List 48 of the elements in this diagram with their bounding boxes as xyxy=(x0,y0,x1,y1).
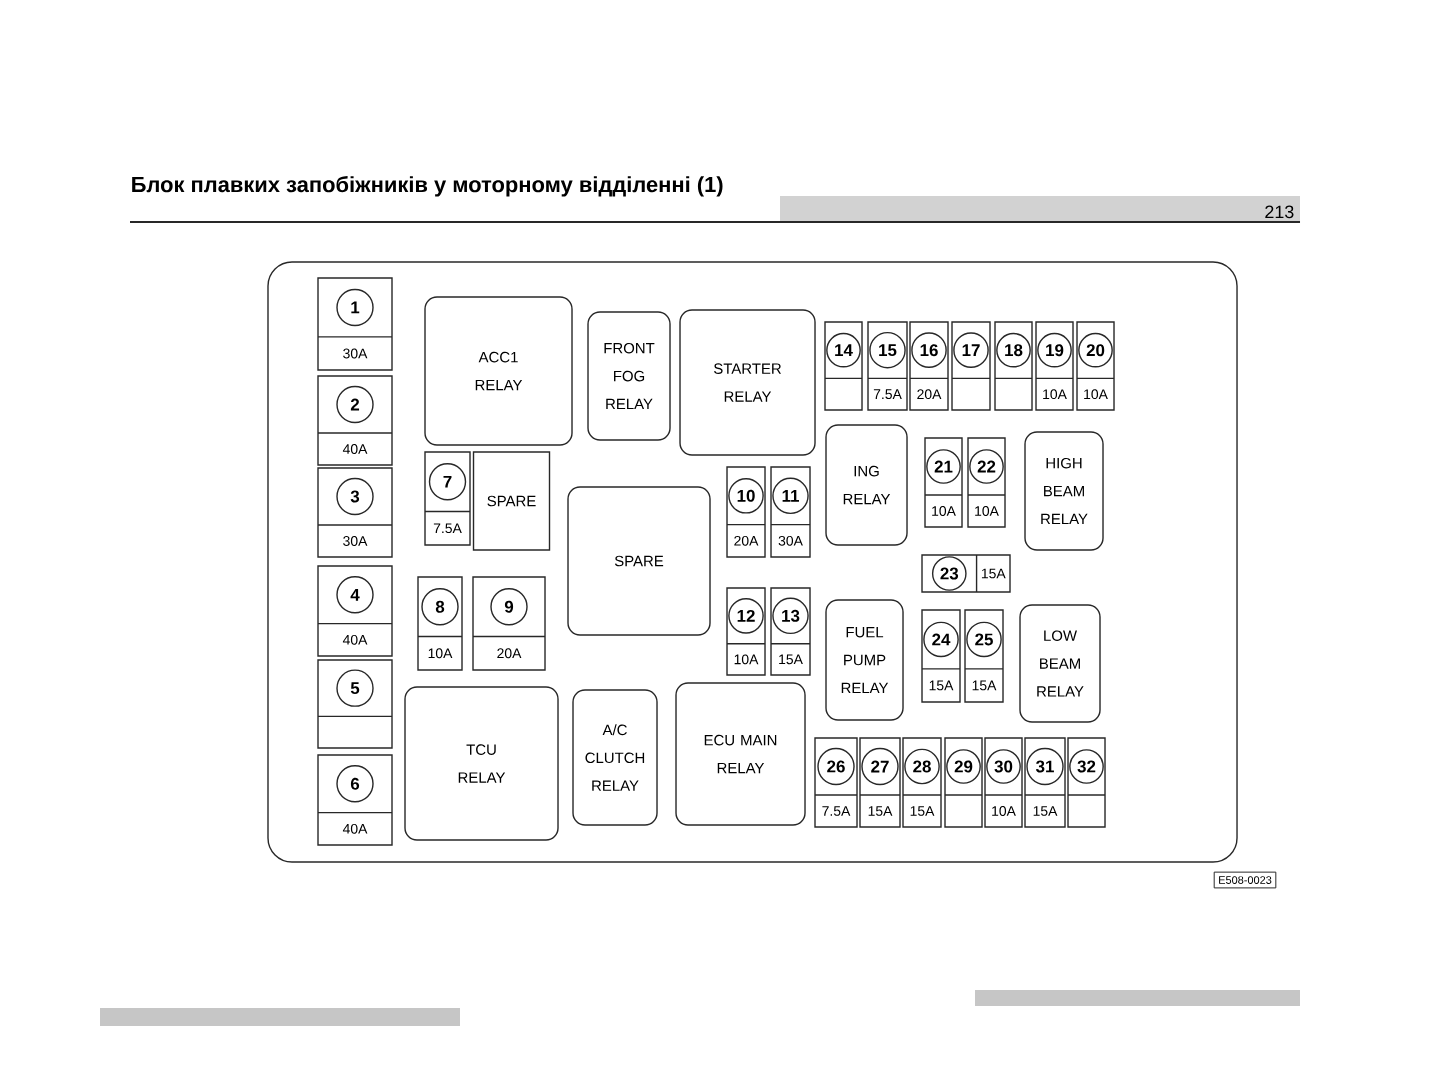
relay-box: FUEL PUMP RELAY xyxy=(825,599,904,721)
fuse: 25 15A xyxy=(964,609,1004,703)
fuse: 32 xyxy=(1067,737,1106,828)
relay-box: LOW BEAM RELAY xyxy=(1019,604,1101,723)
fuse: 14 xyxy=(824,321,863,411)
relay-box: ECU MAIN RELAY xyxy=(675,682,806,826)
fuse: 8 10A xyxy=(417,576,463,671)
page-number: 213 xyxy=(1265,205,1294,219)
relay-box: STARTER RELAY xyxy=(679,309,816,456)
figure-code: E508-0023 xyxy=(1213,871,1277,889)
relay-box: SPARE xyxy=(567,486,711,636)
fuse: 4 40A xyxy=(317,565,393,657)
fuse: 30 10A xyxy=(984,737,1023,828)
fuse: 24 15A xyxy=(921,609,961,703)
fuse: 15 7.5A xyxy=(867,321,908,411)
fuse-box-outline xyxy=(267,261,1238,863)
fuse: 26 7.5A xyxy=(814,737,858,828)
fuse: 2 40A xyxy=(317,375,393,466)
fuse: 22 10A xyxy=(967,437,1006,528)
fuse: 6 40A xyxy=(317,754,393,846)
fuse: 19 10A xyxy=(1035,321,1074,411)
fuse: 17 xyxy=(951,321,991,411)
fuse: 28 15A xyxy=(902,737,942,828)
fuse: 3 30A xyxy=(317,467,393,558)
relay-box: A/C CLUTCH RELAY xyxy=(572,689,658,826)
relay-box: HIGH BEAM RELAY xyxy=(1024,431,1104,551)
fuse: 5 xyxy=(317,659,393,749)
fuse: 1 30A xyxy=(317,277,393,371)
fuse: 18 xyxy=(994,321,1033,411)
fuse: 13 15A xyxy=(770,587,811,676)
fuse: 29 xyxy=(944,737,983,828)
fuse: 27 15A xyxy=(859,737,901,828)
fuse: 16 20A xyxy=(909,321,949,411)
relay-box: TCU RELAY xyxy=(404,686,559,841)
spare-slot: SPARE xyxy=(472,451,551,551)
fuse: 10 20A xyxy=(726,466,766,558)
fuse: 12 10A xyxy=(726,587,766,676)
relay-box: FRONT FOG RELAY xyxy=(587,311,671,441)
relay-box: ING RELAY xyxy=(825,424,908,546)
heading: Блок плавких запобіжників у моторному відділенні (1) xyxy=(132,175,723,197)
fuse: 31 15A xyxy=(1024,737,1066,828)
fuse: 7 7.5A xyxy=(424,451,471,546)
fuse: 21 10A xyxy=(924,437,963,528)
relay-box: ACC1 RELAY xyxy=(424,296,573,446)
fuse: 20 10A xyxy=(1076,321,1115,411)
fuse: 9 20A xyxy=(472,576,546,671)
fuse: 23 15A xyxy=(921,554,1011,593)
fuse: 11 30A xyxy=(770,466,811,558)
